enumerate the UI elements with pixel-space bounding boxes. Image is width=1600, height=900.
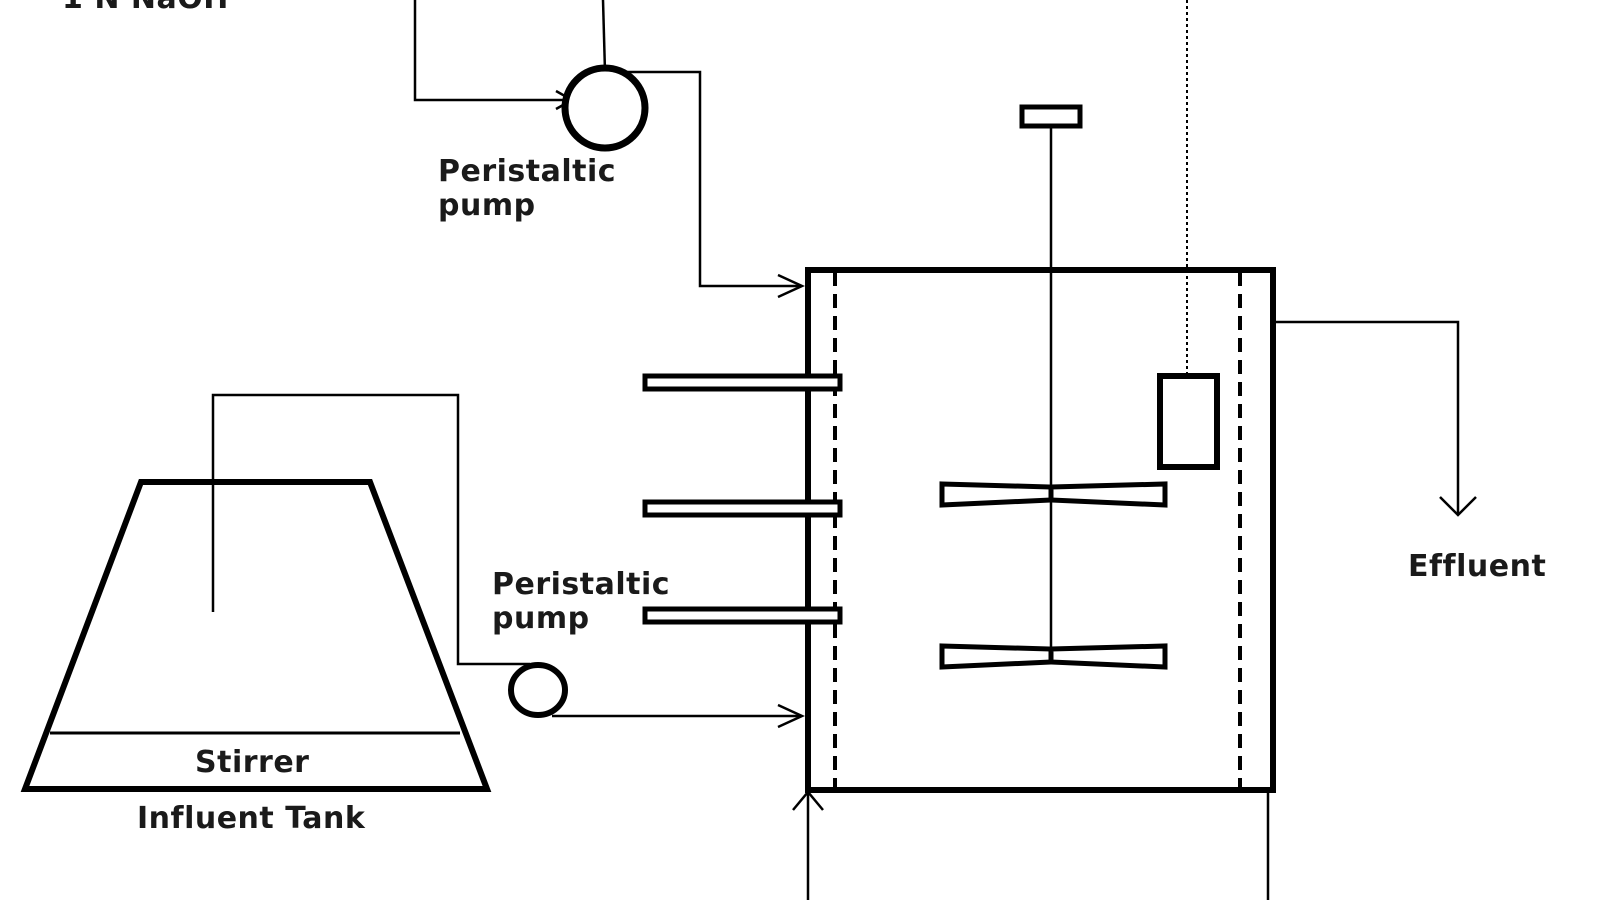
effluent-label: Effluent (1408, 549, 1546, 584)
reactor-port-3 (642, 606, 843, 625)
reactor-port-1 (642, 373, 843, 392)
probe-sensor (1157, 373, 1220, 470)
pump-top-label-line1: Peristaltic (438, 154, 616, 189)
naoh-feed-line (413, 0, 568, 102)
motor-block (1019, 104, 1083, 129)
influent-tank (20, 479, 492, 792)
peristaltic-pump-bottom (508, 662, 568, 718)
pump-bottom-label-line1: Peristaltic (492, 567, 670, 602)
pump-top-discharge-line (618, 70, 802, 288)
reactor-vessel (805, 267, 1276, 793)
effluent-line (1273, 320, 1460, 515)
pump-top-upper-line (601, 0, 607, 73)
naoh-label: 1 N NaOH (62, 0, 229, 16)
peristaltic-pump-top (561, 64, 649, 152)
bottom-inlet-arrowhead (792, 790, 824, 811)
tank-suction-line (211, 393, 530, 666)
pump-top-label-line2: pump (438, 188, 536, 223)
impeller-upper-left-blade (939, 481, 1054, 508)
influent-tank-label: Influent Tank (137, 801, 366, 836)
reactor-port-2 (642, 499, 843, 518)
pump-top-discharge-arrowhead (777, 273, 806, 299)
impeller-upper-right-blade (1048, 481, 1168, 508)
pump-bottom-label-line2: pump (492, 601, 590, 636)
impeller-lower-left-blade (939, 643, 1054, 670)
effluent-arrowhead (1439, 496, 1477, 517)
stirrer-label: Stirrer (195, 745, 309, 780)
pump-bottom-discharge-arrowhead (777, 703, 806, 729)
impeller-lower-right-blade (1048, 643, 1168, 670)
